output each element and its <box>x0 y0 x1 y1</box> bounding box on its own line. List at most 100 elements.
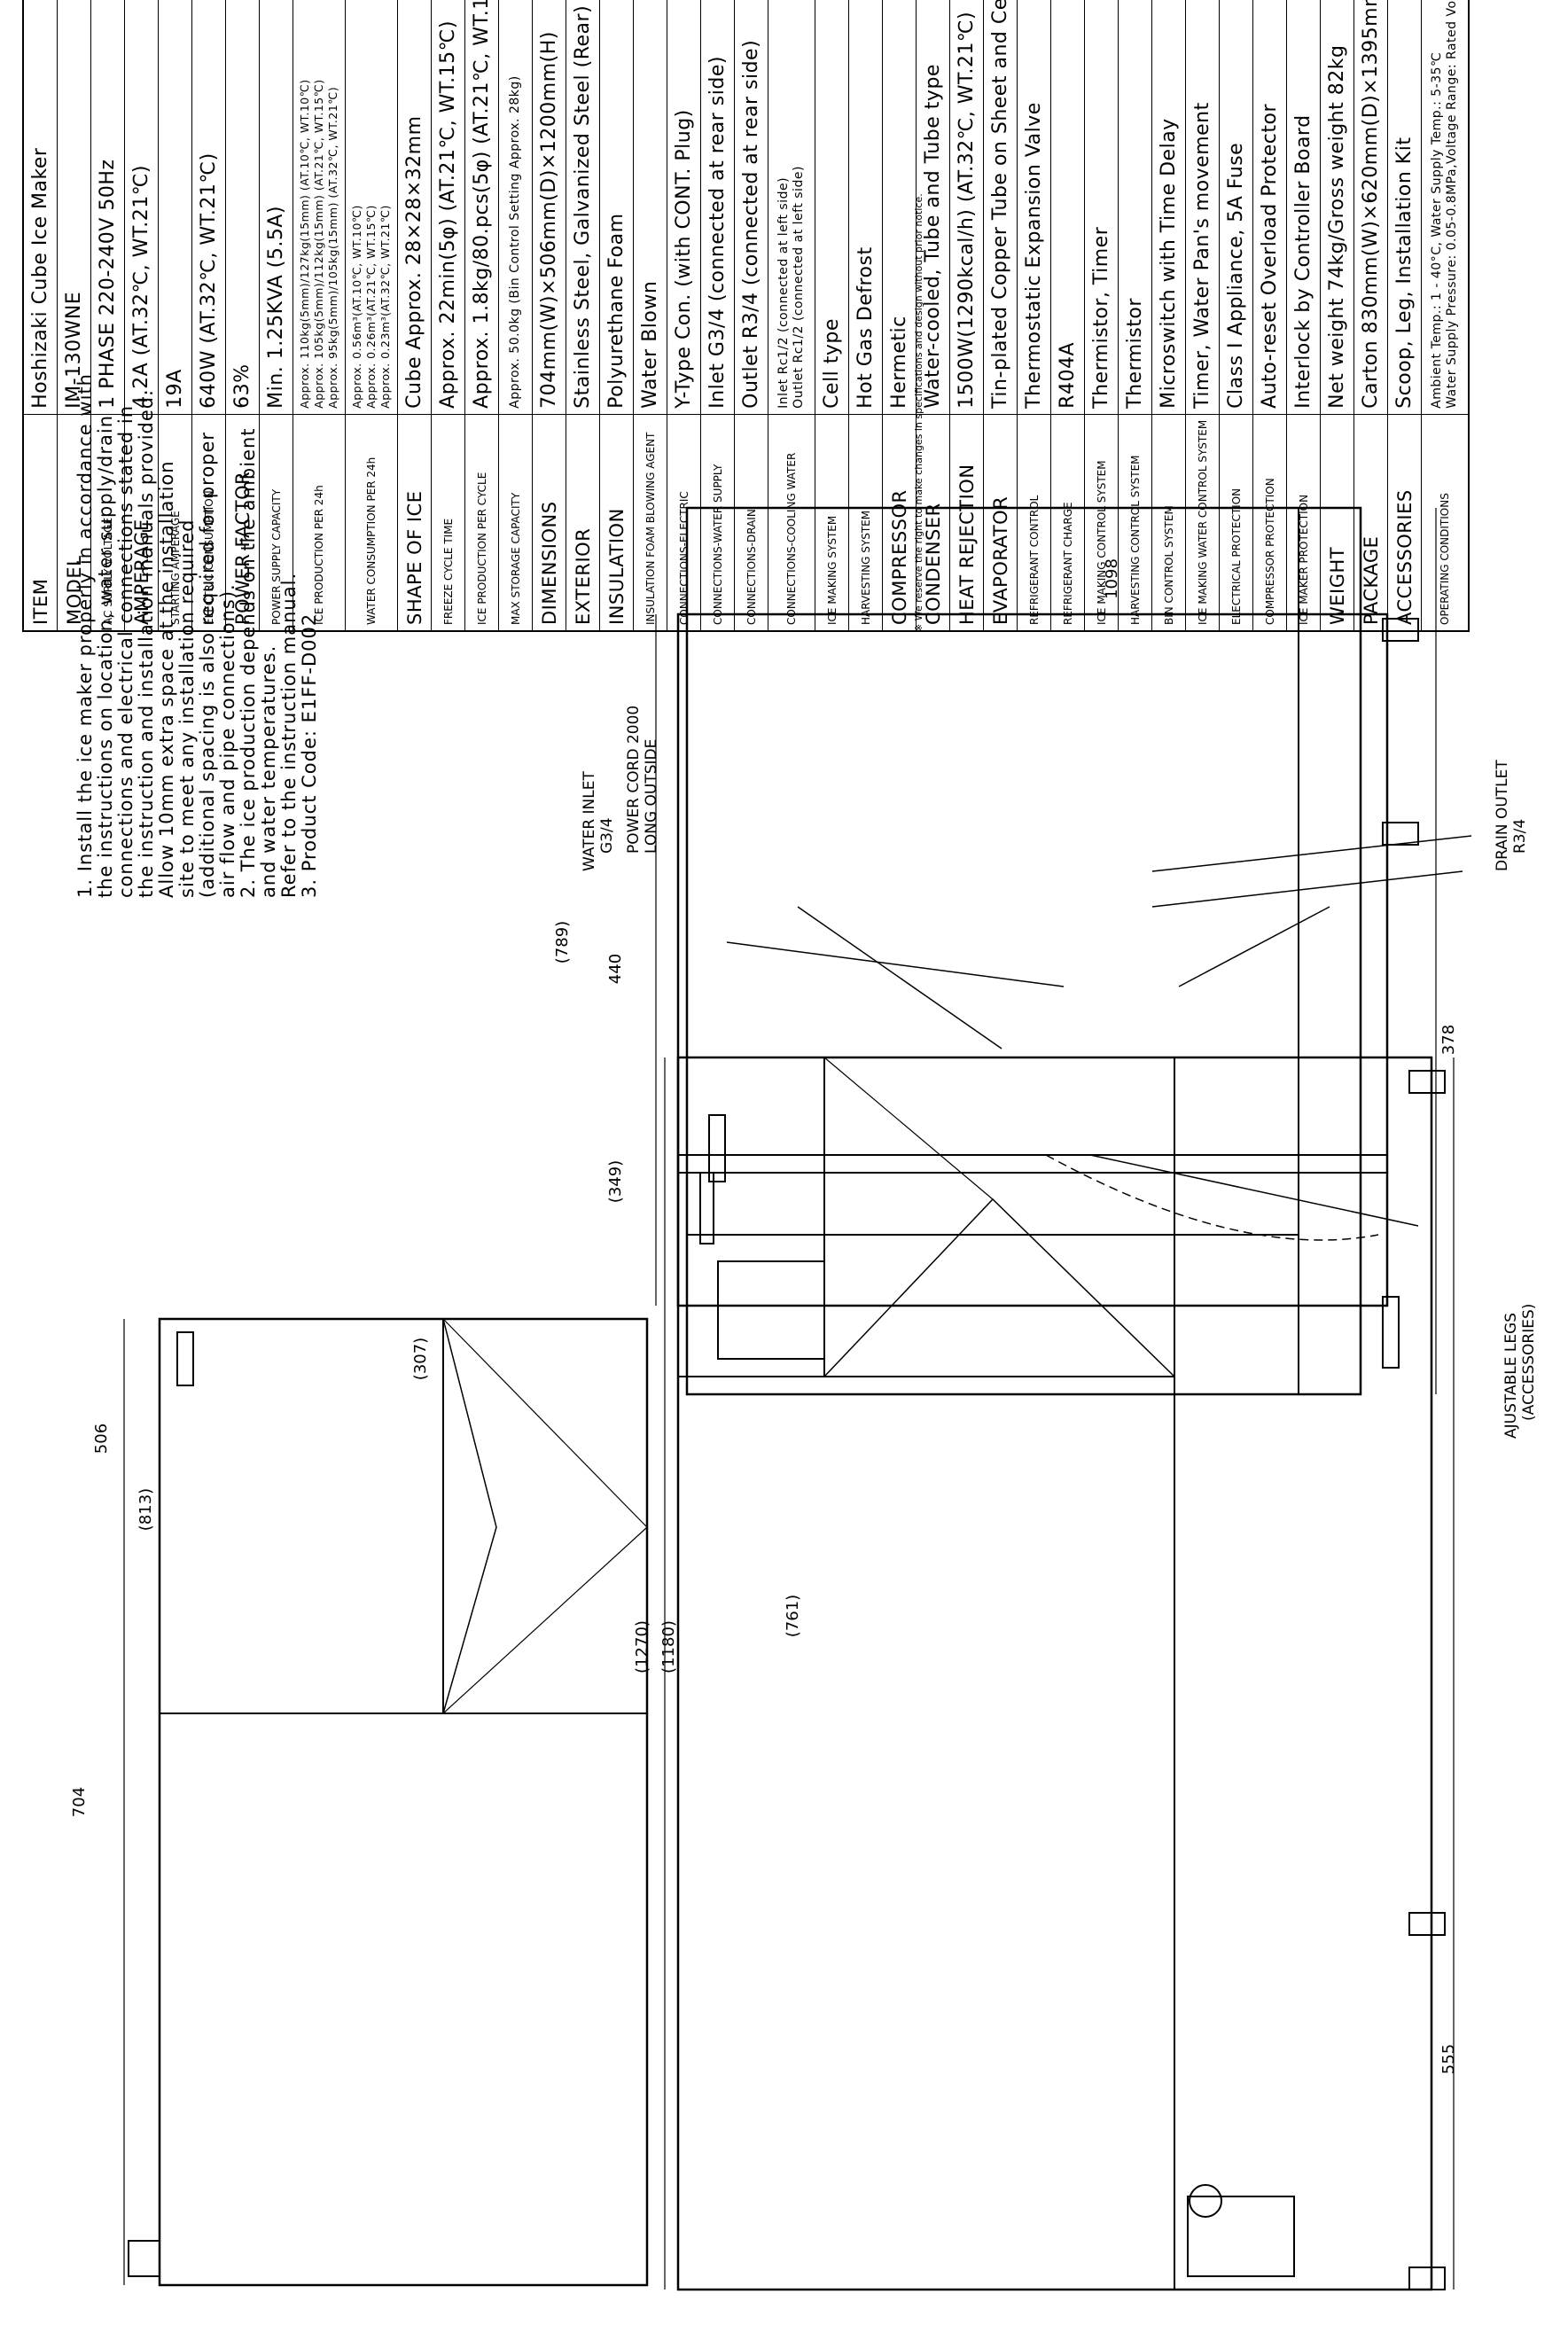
leader-lines <box>726 835 1472 1049</box>
footnote: ※ We reserve the right to make changes i… <box>913 193 924 632</box>
spec-label: INSULATION FOAM BLOWING AGENT <box>633 414 667 631</box>
dim-378: 378 <box>1439 1025 1458 1055</box>
note-line: air flow and pipe connections). <box>217 583 238 898</box>
spec-value: Auto-reset Overload Protector <box>1252 0 1287 415</box>
top-view <box>128 1317 649 2287</box>
spec-label: HEAT REJECTION <box>949 414 984 631</box>
dim-761: (761) <box>784 1595 802 1637</box>
label-legs: AJUSTABLE LEGS <box>1502 1313 1520 1439</box>
spec-label: HARVESTING SYSTEM <box>848 414 883 631</box>
dim-789: (789) <box>553 921 572 964</box>
spec-row: WATER CONSUMPTION PER 24h Approx. 0.56m³(… <box>345 0 398 631</box>
spec-label: WATER CONSUMPTION PER 24h <box>345 414 398 631</box>
spec-label: EVAPORATOR <box>983 414 1018 631</box>
spec-value: Carton 830mm(W)×620mm(D)×1395mm(H) <box>1353 0 1388 415</box>
spec-label: PACKAGE <box>1353 414 1388 631</box>
spec-label: ICE MAKING WATER CONTROL SYSTEM <box>1185 414 1220 631</box>
spec-value: Inlet G3/4 (connected at rear side) <box>700 0 735 415</box>
note-line: Refer to the instruction manual. <box>278 572 300 898</box>
side-view <box>676 612 1419 1307</box>
spec-label: ICE PRODUCTION PER CYCLE <box>464 414 499 631</box>
dim-704: 704 <box>70 1787 89 1817</box>
spec-value: Net weight 74kg/Gross weight 82kg <box>1320 0 1354 415</box>
spec-label: ICE MAKER PROTECTION <box>1286 414 1321 631</box>
spec-value: Approx. 50.0kg (Bin Control Setting Appr… <box>498 0 533 415</box>
label-power-cord-2: LONG OUTSIDE <box>643 739 660 854</box>
spec-value: Min. 1.25KVA (5.5A) <box>259 0 293 415</box>
spec-value-line: Approx. 0.56m³(AT.10℃, WT.10℃) <box>350 205 363 409</box>
spec-label: CONNECTIONS-DRAIN <box>734 414 768 631</box>
spec-label: AC SUPPLY VOLTAGE <box>90 414 125 631</box>
spec-label: STARTING AMPERAGE <box>158 414 192 631</box>
spec-value-line: Approx. 105kg(5mm)/112kg(15mm) (AT.21℃, … <box>312 79 325 409</box>
spec-label: COMPRESSOR PROTECTION <box>1252 414 1287 631</box>
spec-value: 1 PHASE 220-240V 50Hz <box>90 0 125 415</box>
spec-label: FREEZE CYCLE TIME <box>431 414 465 631</box>
spec-value: Approx. 110kg(5mm)/127kg(15mm) (AT.10℃, … <box>293 0 346 415</box>
label-water-inlet-size: G3/4 <box>598 817 616 854</box>
spec-value: Outlet R3/4 (connected at rear side) <box>734 0 768 415</box>
dim-813: (813) <box>137 1488 155 1531</box>
note-line: 2. The ice production depends on the amb… <box>238 427 259 898</box>
spec-label: INSULATION <box>599 414 634 631</box>
spec-value: Scoop, Leg, Installation Kit <box>1387 0 1422 415</box>
spec-value: 4.2A (AT.32℃, WT.21℃) <box>124 0 159 415</box>
spec-value-line: Approx. 0.26m³(AT.21℃, WT.15℃) <box>364 205 378 409</box>
label-drain-outlet: DRAIN OUTLET <box>1494 760 1511 871</box>
spec-value: Thermostatic Expansion Valve <box>1017 0 1051 415</box>
spec-label: DIMENSIONS <box>532 414 566 631</box>
front-view <box>676 1056 1433 2291</box>
label-power-cord: POWER CORD 2000 <box>625 706 643 854</box>
spec-value-line: Approx. 95kg(5mm)/105kg(15mm) (AT.32℃, W… <box>326 86 339 409</box>
spec-value: 1500W(1290kcal/h) (AT.32℃, WT.21℃) <box>949 0 984 415</box>
spec-value: Approx. 22min(5φ) (AT.21℃, WT.15℃) <box>431 0 465 415</box>
label-drain-outlet-size: R3/4 <box>1511 819 1529 854</box>
note-line: and water temperatures. <box>258 644 279 898</box>
dimension-labels: 704 506 (813) (307) (1270) (1180) (761) … <box>70 558 1458 2074</box>
note-line: (additional spacing is also required for… <box>197 431 218 898</box>
dim-1270: (1270) <box>633 1620 651 1674</box>
spec-label: OPERATING CONDITIONS <box>1421 414 1469 631</box>
spec-value: 19A <box>158 0 192 415</box>
spec-value: Interlock by Controller Board <box>1286 0 1321 415</box>
note-line: the instructions on location, water supp… <box>95 414 116 898</box>
spec-label: CONNECTIONS-ELECTRIC <box>667 414 701 631</box>
spec-label: MODEL <box>57 414 91 631</box>
dim-349: (349) <box>606 1160 625 1203</box>
installation-notes: 1. Install the ice maker properly in acc… <box>74 373 320 898</box>
spec-value: Polyurethane Foam <box>599 0 634 415</box>
spec-value: Inlet Rc1/2 (connected at left side)Outl… <box>768 0 815 415</box>
callout-labels: WATER INLET G3/4 POWER CORD 2000 LONG OU… <box>581 706 1538 1439</box>
spec-value: Stainless Steel, Galvanized Steel (Rear) <box>566 0 600 415</box>
spec-label: WEIGHT <box>1320 414 1354 631</box>
spec-value-line: Approx. 110kg(5mm)/127kg(15mm) (AT.10℃, … <box>298 79 311 409</box>
